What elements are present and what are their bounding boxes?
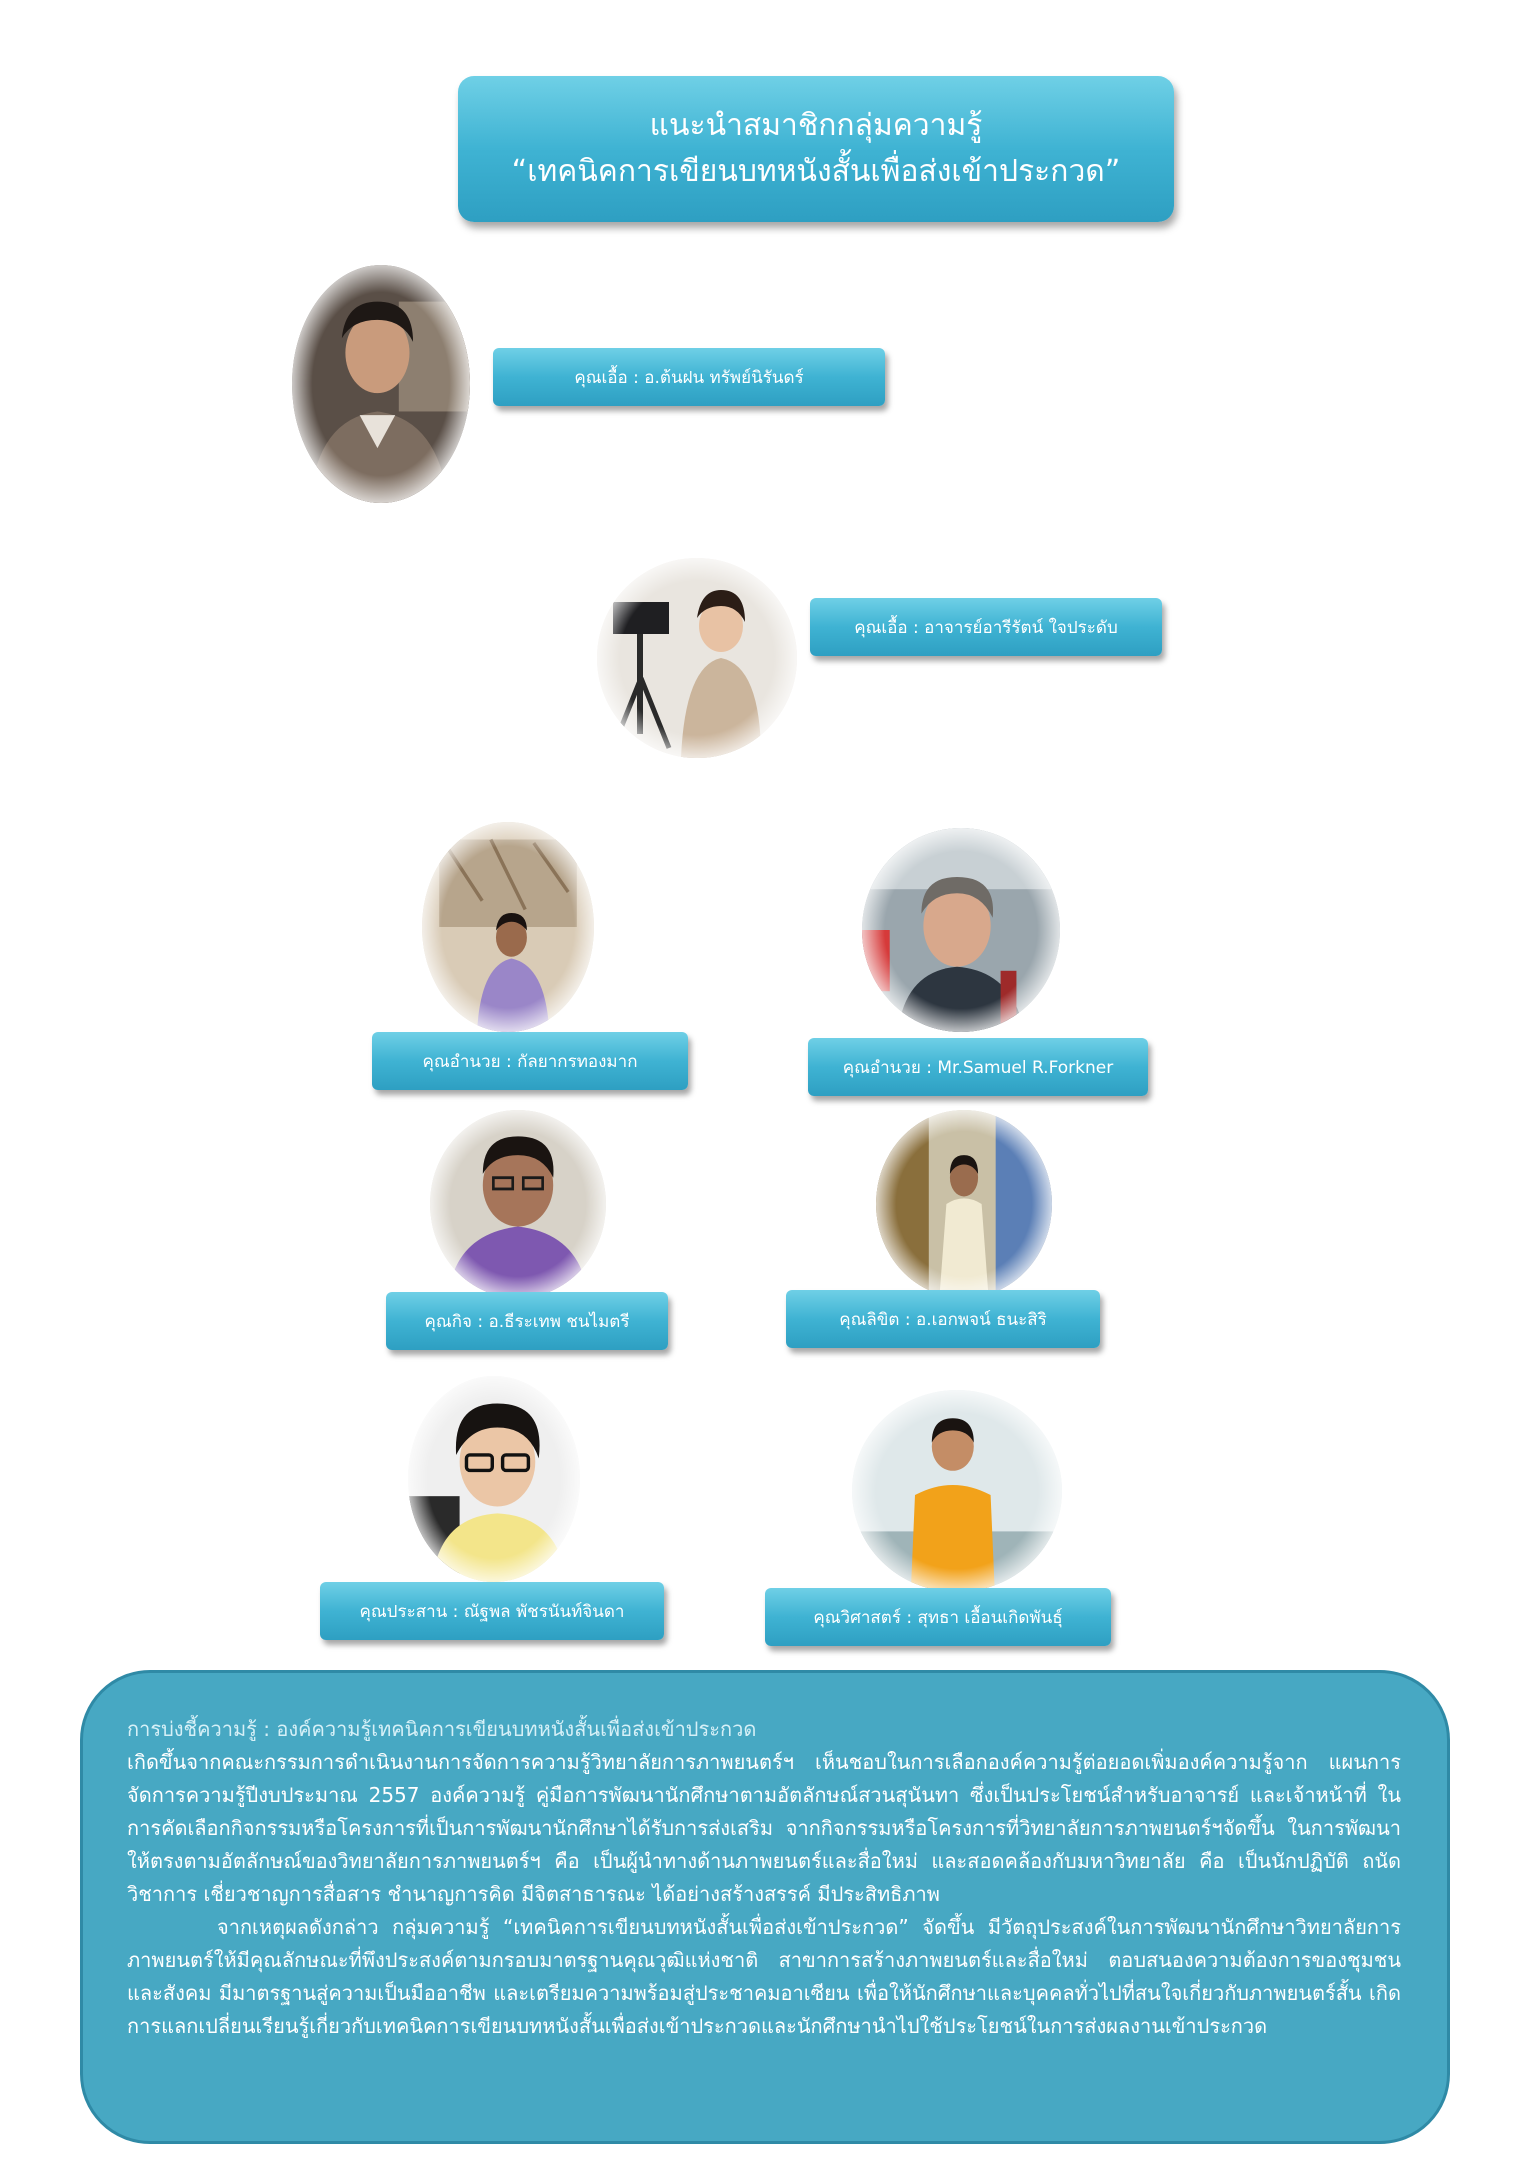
member-photo-6 — [876, 1110, 1052, 1298]
knowledge-info-box: การบ่งชี้ความรู้ : องค์ความรู้เทคนิคการเ… — [80, 1670, 1450, 2144]
title-line-2: “เทคนิคการเขียนบทหนังสั้นเพื่อส่งเข้าประ… — [511, 154, 1121, 189]
info-paragraph-1: เกิดขึ้นจากคณะกรรมการดำเนินงานการจัดการค… — [127, 1750, 1401, 1906]
member-label-1: คุณเอื้อ : อ.ต้นฝน ทรัพย์นิรันดร์ — [493, 348, 885, 406]
member-label-5: คุณกิจ : อ.ธีระเทพ ชนไมตรี — [386, 1292, 668, 1350]
title-box: แนะนำสมาชิกกลุ่มความรู้ “เทคนิคการเขียนบ… — [458, 76, 1174, 222]
member-photo-7 — [408, 1376, 580, 1582]
member-label-2: คุณเอื้อ : อาจารย์อารีรัตน์ ใจประดับ — [810, 598, 1162, 656]
title-line-1: แนะนำสมาชิกกลุ่มความรู้ — [649, 108, 983, 143]
info-heading: การบ่งชี้ความรู้ : องค์ความรู้เทคนิคการเ… — [127, 1717, 757, 1741]
member-photo-8 — [852, 1390, 1062, 1592]
member-label-4: คุณอำนวย : Mr.Samuel R.Forkner — [808, 1038, 1148, 1096]
member-label-3: คุณอำนวย : กัลยากรทองมาก — [372, 1032, 688, 1090]
member-photo-3 — [422, 822, 594, 1032]
member-label-8: คุณวิศาสตร์ : สุทธา เอื้อนเกิดพันธุ์ — [765, 1588, 1111, 1646]
member-photo-5 — [430, 1110, 606, 1298]
member-photo-2 — [597, 558, 797, 758]
info-paragraph-2: จากเหตุผลดังกล่าว กลุ่มความรู้ “เทคนิคกา… — [127, 1915, 1401, 2038]
member-photo-1 — [292, 265, 470, 503]
member-label-6: คุณลิขิต : อ.เอกพจน์ ธนะสิริ — [786, 1290, 1100, 1348]
member-label-7: คุณประสาน : ณัฐพล พัชรนันท์จินดา — [320, 1582, 664, 1640]
member-photo-4 — [862, 828, 1060, 1032]
